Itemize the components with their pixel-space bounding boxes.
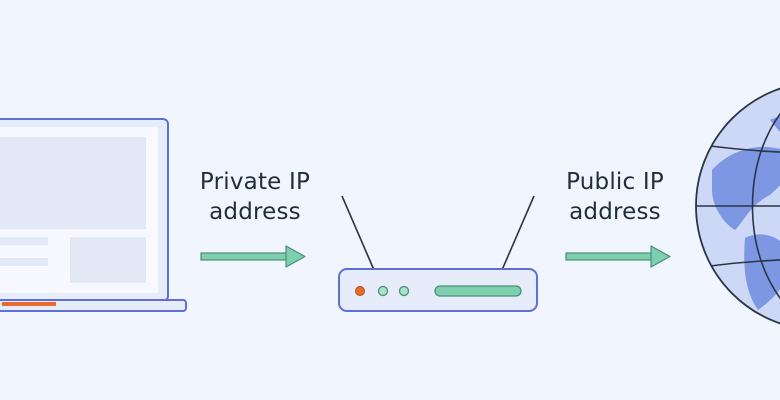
arrow-public bbox=[565, 245, 671, 268]
public-ip-label-line2: address bbox=[569, 199, 661, 225]
router-led-orange bbox=[355, 286, 365, 296]
router-icon bbox=[338, 195, 538, 312]
laptop-panel-small bbox=[70, 237, 146, 283]
router-status-bar bbox=[434, 285, 522, 297]
private-ip-label-line2: address bbox=[209, 199, 301, 225]
laptop-line bbox=[0, 258, 48, 266]
router-led-green bbox=[377, 285, 389, 297]
private-ip-label-line1: Private IP bbox=[199, 169, 311, 195]
globe-icon bbox=[695, 82, 780, 330]
router-antenna-left bbox=[341, 195, 375, 271]
globe-land bbox=[712, 146, 780, 230]
globe-parallel bbox=[709, 145, 780, 154]
arrow-private bbox=[200, 245, 306, 268]
globe-parallel bbox=[709, 258, 780, 267]
public-ip-label-line1: Public IP bbox=[566, 169, 664, 195]
laptop-line bbox=[0, 237, 48, 245]
router-antenna-right bbox=[501, 195, 535, 271]
laptop-base-accent bbox=[2, 302, 56, 306]
laptop-icon bbox=[0, 118, 187, 312]
router-led-green bbox=[398, 285, 410, 297]
laptop-panel-top bbox=[0, 137, 146, 229]
private-ip-label: Private IP address bbox=[190, 167, 320, 227]
public-ip-label: Public IP address bbox=[550, 167, 680, 227]
globe-outline bbox=[695, 87, 780, 325]
globe-land bbox=[744, 234, 780, 310]
